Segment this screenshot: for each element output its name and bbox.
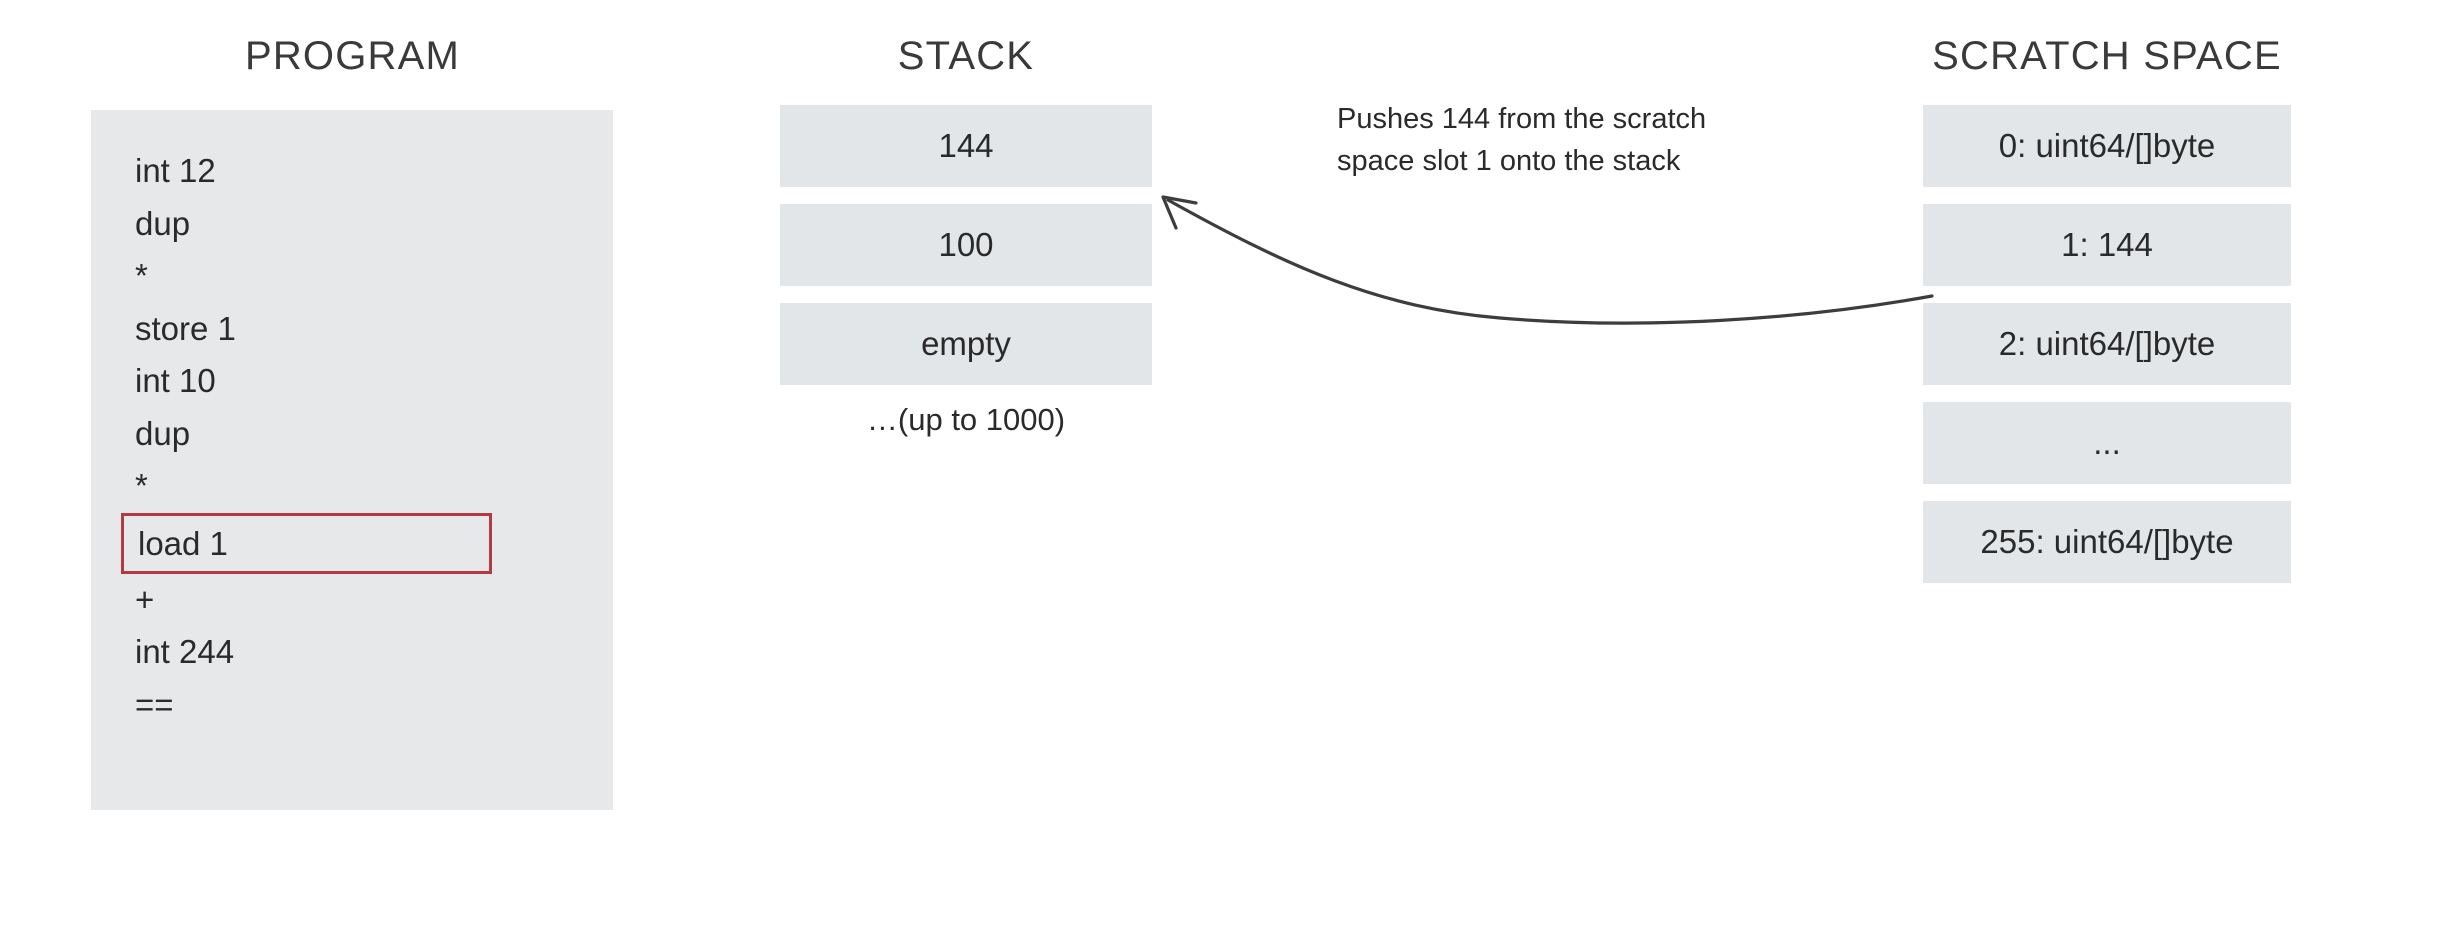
program-line[interactable]: int 10 [135,362,216,399]
program-line[interactable]: == [135,685,174,723]
stack-cell[interactable]: empty [780,303,1152,385]
program-line[interactable]: dup [135,414,191,452]
program-panel: int 12 dup * store 1 int 10 dup * load 1… [91,110,613,810]
annotation-callout: Pushes 144 from the scratch space slot 1… [1337,98,1797,182]
annotation-line-1: Pushes 144 from the scratch [1337,103,1707,135]
stack-cell-list: 144 100 empty …(up to 1000) [780,105,1152,438]
program-line[interactable]: int 12 [135,152,216,189]
stack-cell[interactable]: 100 [780,204,1152,286]
program-instruction-list: int 12 dup * store 1 int 10 dup * load 1… [121,145,603,731]
program-line[interactable]: store 1 [135,309,236,347]
annotation-line-2: space slot 1 onto the stack [1337,145,1681,177]
scratch-space-cell[interactable]: 2: uint64/[]byte [1923,303,2291,385]
scratch-space-cell-ellipsis[interactable]: ... [1923,402,2291,484]
program-line[interactable]: * [135,467,148,504]
program-line[interactable]: int 244 [135,633,235,670]
scratch-space-cell[interactable]: 255: uint64/[]byte [1923,501,2291,583]
stack-capacity-note: …(up to 1000) [866,402,1066,437]
program-column-title: PROGRAM [244,34,461,78]
scratch-space-cell[interactable]: 1: 144 [1923,204,2291,286]
program-line[interactable]: dup [135,204,191,242]
scratch-space-cell-list: 0: uint64/[]byte 1: 144 2: uint64/[]byte… [1923,105,2291,600]
program-line[interactable]: * [135,257,148,294]
scratch-space-column-title: SCRATCH SPACE [1932,34,2282,78]
program-line[interactable]: + [135,580,155,618]
scratch-space-cell[interactable]: 0: uint64/[]byte [1923,105,2291,187]
stack-cell[interactable]: 144 [780,105,1152,187]
stack-column-title: STACK [897,34,1035,78]
program-line-highlighted[interactable]: load 1 [121,512,492,574]
